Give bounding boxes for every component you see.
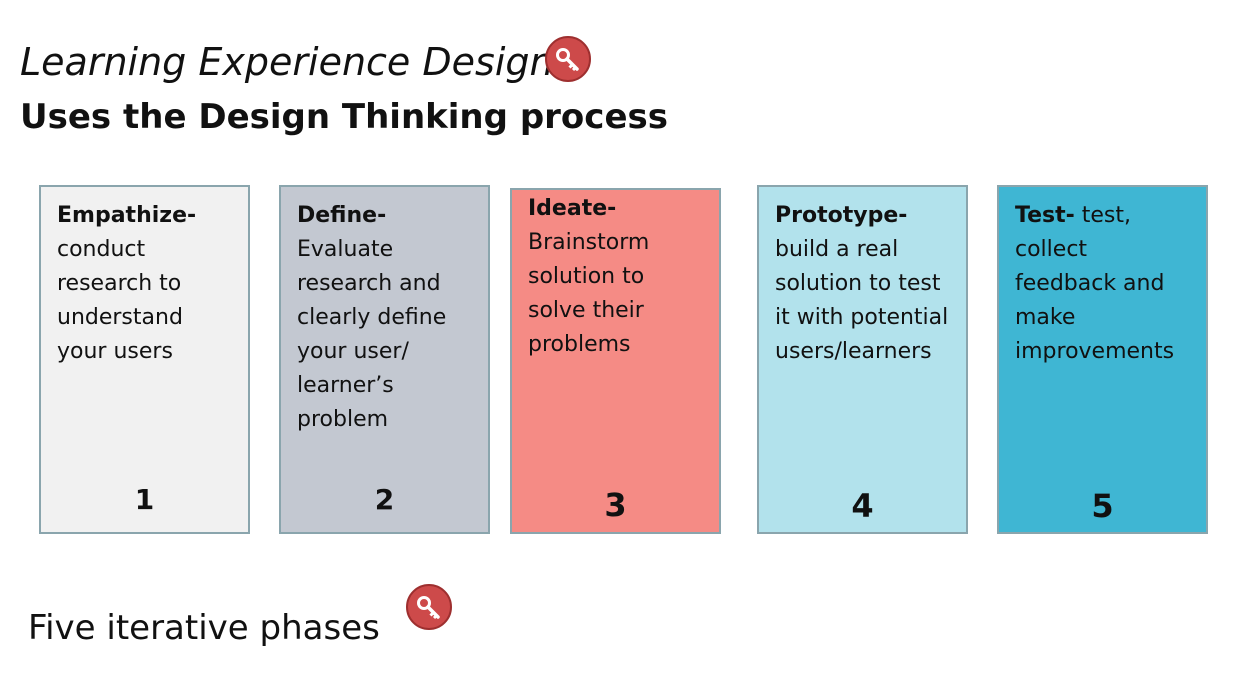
phase-card-text: Empathize- conduct research to understan…: [57, 199, 235, 369]
phase-title-test: Test-: [1015, 203, 1075, 228]
phase-title-define: Define-: [297, 203, 387, 228]
phase-card-ideate: Ideate- Brainstorm solution to solve the…: [510, 188, 721, 534]
phase-card-text: Ideate- Brainstorm solution to solve the…: [528, 192, 706, 362]
phase-number-4: 4: [851, 487, 874, 525]
page-title: Learning Experience Design: [20, 40, 554, 84]
phase-card-define: Define- Evaluate research and clearly de…: [279, 185, 490, 534]
phase-description-ideate: Brainstorm solution to solve their probl…: [528, 230, 650, 357]
phase-number-5: 5: [1091, 487, 1114, 525]
phase-title-empathize: Empathize-: [57, 203, 197, 228]
phase-title-prototype: Prototype-: [775, 203, 908, 228]
subtitle-process: process: [507, 97, 668, 137]
phase-card-prototype: Prototype- build a real solution to test…: [757, 185, 968, 534]
phase-title-ideate: Ideate-: [528, 196, 617, 221]
phase-number-3: 3: [604, 486, 627, 524]
phase-card-text: Prototype- build a real solution to test…: [775, 199, 953, 369]
footer-caption: Five iterative phases: [28, 608, 380, 648]
phase-number-1: 1: [134, 483, 155, 516]
phase-card-text: Define- Evaluate research and clearly de…: [297, 199, 475, 437]
phase-description-prototype: build a real solution to test it with po…: [775, 237, 949, 364]
key-icon[interactable]: [545, 36, 591, 82]
subtitle-design-thinking: Design Thinking: [198, 97, 508, 137]
subtitle-the: the: [111, 97, 199, 137]
phase-card-empathize: Empathize- conduct research to understan…: [39, 185, 250, 534]
key-icon[interactable]: [406, 584, 452, 630]
subtitle-uses: Uses: [20, 97, 112, 137]
phase-description-test: test, collect feedback and make improvem…: [1015, 203, 1175, 364]
phase-card-text: Test- test, collect feedback and make im…: [1015, 199, 1193, 369]
phase-card-test: Test- test, collect feedback and make im…: [997, 185, 1208, 534]
phase-description-define: Evaluate research and clearly define you…: [297, 237, 447, 432]
phase-number-2: 2: [374, 483, 395, 516]
phase-description-empathize: conduct research to understand your user…: [57, 237, 183, 364]
subtitle: Uses the Design Thinking process: [20, 97, 668, 138]
